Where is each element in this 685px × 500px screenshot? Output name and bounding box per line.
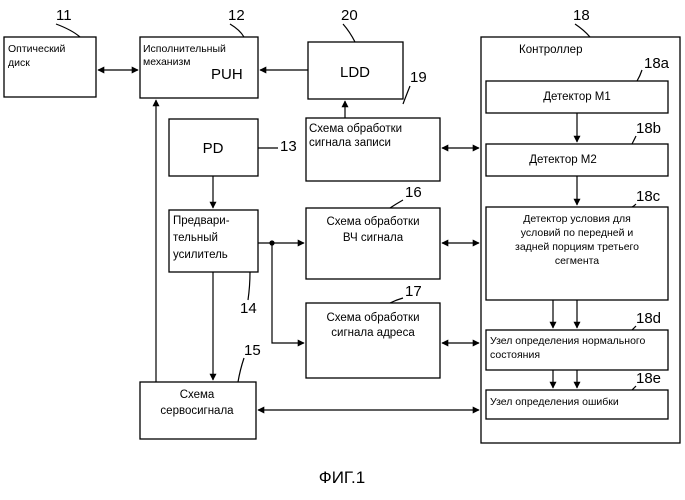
rf-processing-label-1: Схема обработки [326, 216, 419, 228]
detector-m1-label: Детектор M1 [543, 91, 611, 103]
detector-m2-block: Детектор M2 [486, 144, 668, 176]
record-processing-label-2: сигнала записи [309, 137, 391, 149]
pd-label: PD [203, 140, 224, 157]
condition-detector-label-3: задней порциям третьего [515, 241, 639, 253]
detector-m1-number: 18a [644, 55, 670, 72]
condition-detector-block: Детектор условия для условий по передней… [486, 207, 668, 300]
normal-state-label-1: Узел определения нормального [490, 335, 646, 347]
address-processing-label-1: Схема обработки [326, 312, 419, 324]
condition-detector-label-2: условий по передней и [521, 227, 634, 239]
detector-m1-block: Детектор M1 [486, 81, 668, 113]
actuator-label-2: механизм [143, 56, 191, 68]
record-processing-label-1: Схема обработки [309, 123, 402, 135]
normal-state-block: Узел определения нормального состояния [486, 330, 668, 370]
pd-block: PD [169, 119, 258, 176]
preamp-label-2: тельный [173, 232, 218, 244]
detector-m2-label: Детектор M2 [529, 154, 597, 166]
record-processing-block: Схема обработки сигнала записи [306, 118, 440, 181]
actuator-label-1: Исполнительный [143, 43, 226, 55]
condition-detector-label-4: сегмента [555, 255, 599, 267]
condition-detector-label-1: Детектор условия для [523, 213, 631, 225]
servo-number: 15 [244, 342, 261, 359]
record-processing-number: 19 [410, 69, 427, 86]
normal-state-number: 18d [636, 310, 661, 327]
pd-number: 13 [280, 138, 297, 155]
error-detection-number: 18e [636, 370, 661, 387]
rf-processing-block: Схема обработки ВЧ сигнала [306, 208, 440, 279]
controller-label: Контроллер [519, 44, 582, 56]
controller-number: 18 [573, 7, 590, 24]
error-detection-block: Узел определения ошибки [486, 390, 668, 419]
preamp-number: 14 [240, 300, 257, 317]
ldd-block: LDD [308, 42, 403, 99]
rf-processing-number: 16 [405, 184, 422, 201]
servo-block: Схема сервосигнала [140, 382, 256, 439]
preamp-block: Предвари- тельный усилитель [169, 210, 258, 272]
detector-m2-number: 18b [636, 120, 661, 137]
actuator-number: 12 [228, 7, 245, 24]
normal-state-label-2: состояния [490, 349, 540, 361]
ldd-number: 20 [341, 7, 358, 24]
optical-disk-block: Оптический диск [4, 37, 96, 97]
address-processing-label-2: сигнала адреса [331, 327, 415, 339]
address-processing-block: Схема обработки сигнала адреса [306, 303, 440, 378]
rf-processing-label-2: ВЧ сигнала [343, 232, 404, 244]
condition-detector-number: 18c [636, 188, 661, 205]
servo-label-1: Схема [180, 389, 215, 401]
optical-disk-label-1: Оптический [8, 43, 66, 55]
ldd-label: LDD [340, 64, 370, 81]
address-processing-number: 17 [405, 283, 422, 300]
preamp-label-1: Предвари- [173, 215, 230, 227]
optical-disk-label-2: диск [8, 57, 30, 69]
optical-disk-number: 11 [56, 7, 72, 24]
figure-caption: ФИГ.1 [319, 468, 365, 487]
actuator-tag: PUH [211, 66, 243, 83]
actuator-block: Исполнительный механизм PUH [140, 37, 258, 98]
preamp-label-3: усилитель [173, 249, 228, 261]
error-detection-label: Узел определения ошибки [490, 396, 619, 408]
servo-label-2: сервосигнала [160, 405, 234, 417]
